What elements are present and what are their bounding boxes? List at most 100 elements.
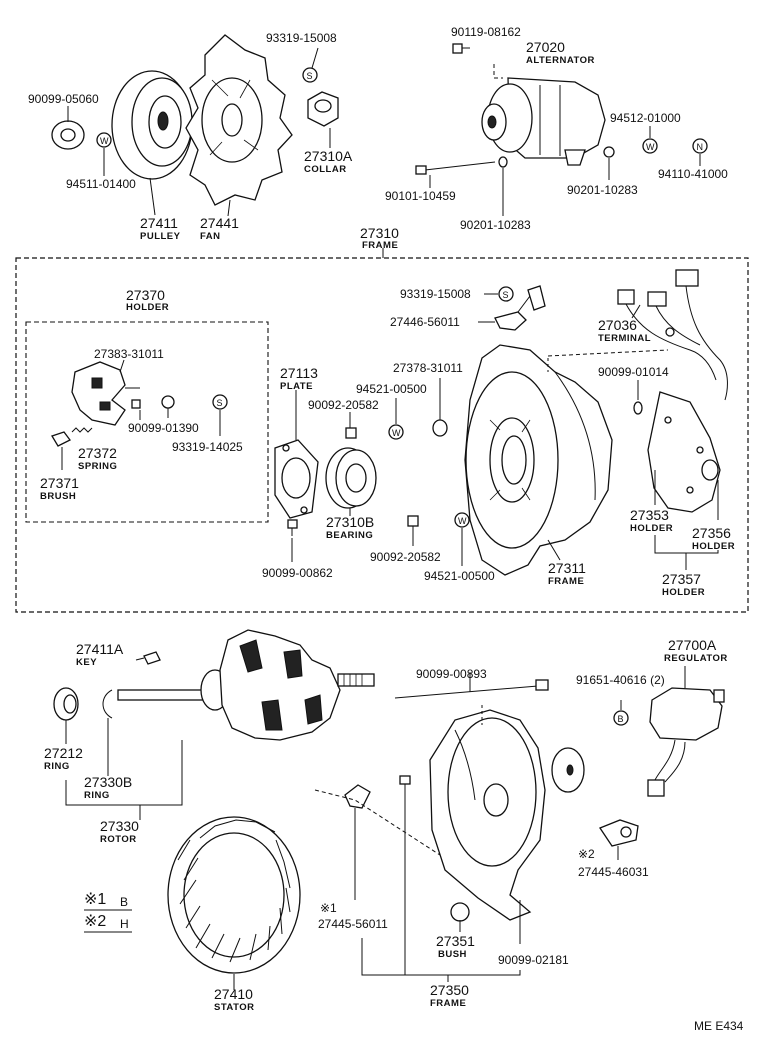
label-mark-1: ※1 [320,901,337,915]
label-93319-15008: 93319-15008 [400,287,471,301]
callout-s: S [217,398,223,408]
label-plate: PLATE [280,381,313,392]
fan-illustration [185,34,293,206]
washer-94521-00500-a: W [388,424,404,440]
leader [227,199,231,217]
label-27310a: 27310A [304,148,353,164]
label-stator: STATOR [214,1002,254,1013]
bearing-27310b [325,447,377,509]
label-90099-02181: 90099-02181 [498,953,569,967]
legend-value: H [120,917,129,931]
washer-94521-00500-b: W [454,512,470,528]
nut-90092-20582-a [345,427,357,439]
ring-27212 [53,687,79,721]
bush-27351 [450,902,470,922]
nut-90099-01014 [633,401,643,415]
leader-dashed-alternator [493,64,503,79]
leader [311,47,319,69]
ring-27330b [102,689,113,719]
label-brush: BRUSH [40,491,76,502]
bracket-27350 [361,938,521,976]
label-94521-00500: 94521-00500 [424,569,495,583]
label-90099-01390: 90099-01390 [128,421,199,435]
nut-90092-20582-b [407,515,419,527]
label-90099-05060: 90099-05060 [28,92,99,106]
label-frame: FRAME [362,240,398,251]
label-27310: 27310 [360,225,399,241]
leader [547,539,561,561]
label-27383-31011: 27383-31011 [94,347,164,361]
label-90201-10283: 90201-10283 [567,183,638,197]
spring-27372 [71,427,93,433]
bolt-90099-00893 [394,679,549,699]
label-ring: RING [44,761,70,772]
label-27020: 27020 [526,39,565,55]
label-pulley: PULLEY [140,231,181,242]
rectifier-holder-plate [647,391,721,513]
screw-90119-08162 [452,43,470,54]
washer-94512-01000: W [642,138,658,154]
callout-w: W [646,142,655,152]
pulley-illustration [111,70,193,180]
label-93319-15008: 93319-15008 [266,31,337,45]
callout-s: S [307,71,313,81]
legend-value: B [120,895,128,909]
label-91651-40616: 91651-40616 (2) [576,673,665,687]
label-27410: 27410 [214,986,253,1002]
holder-group-box [25,321,269,523]
label-27330b: 27330B [84,774,132,790]
label-alternator: ALTERNATOR [526,55,595,66]
label-90092-20582: 90092-20582 [370,550,441,564]
label-27411: 27411 [140,215,178,231]
label-27351: 27351 [436,933,475,949]
label-94511-01400: 94511-01400 [66,177,136,191]
brush-holder-illustration [71,361,140,426]
bolt-27383-31011 [131,399,141,409]
leader-dashed [547,349,669,357]
label-27113: 27113 [280,365,318,381]
label-mark-2: ※2 [578,847,595,861]
label-90092-20582: 90092-20582 [308,398,379,412]
label-27310b: 27310B [326,514,374,530]
label-27372: 27372 [78,445,117,461]
label-93319-14025: 93319-14025 [172,440,243,454]
callout-w: W [458,516,467,526]
callout-b: B [618,714,624,724]
callout-w: W [100,136,109,146]
leader [149,177,156,216]
legend-mark: ※1 [84,891,106,908]
spring-washer-93319-15008-frame: S [498,286,514,302]
label-terminal: TERMINAL [598,333,651,344]
stator-27410 [167,816,301,974]
leader [135,657,145,661]
label-90099-00893: 90099-00893 [416,667,487,681]
spring-washer-93319-14025: S [212,394,228,410]
screw-rear [399,775,411,800]
nut-90099-01390 [161,395,175,409]
collar-27310a [307,91,339,127]
label-spring: SPRING [78,461,117,472]
label-27353: 27353 [630,507,669,523]
clip-27445-56011 [344,784,371,809]
washer-90201-10283-a [498,156,508,168]
label-94512-01000: 94512-01000 [610,111,681,125]
label-90101-10459: 90101-10459 [385,189,456,203]
plate-27113 [274,439,319,519]
label-27370: 27370 [126,287,165,303]
label-27212: 27212 [44,745,83,761]
label-bush: BUSH [438,949,467,960]
label-regulator: REGULATOR [664,653,728,664]
callout-n: N [697,142,704,152]
label-27357: 27357 [662,571,701,587]
label-27330: 27330 [100,818,139,834]
leader-dashed [314,789,441,856]
leader [517,295,531,313]
label-frame: FRAME [548,576,584,587]
bolt-90101-10459 [415,161,496,175]
symbol-legend: ※1 B ※2 H [84,891,132,933]
screw-90099-00862 [287,519,298,536]
terminal-27036-harness [617,269,728,401]
label-27446-56011: 27446-56011 [390,315,460,329]
label-27445-56011: 27445-56011 [318,917,388,931]
